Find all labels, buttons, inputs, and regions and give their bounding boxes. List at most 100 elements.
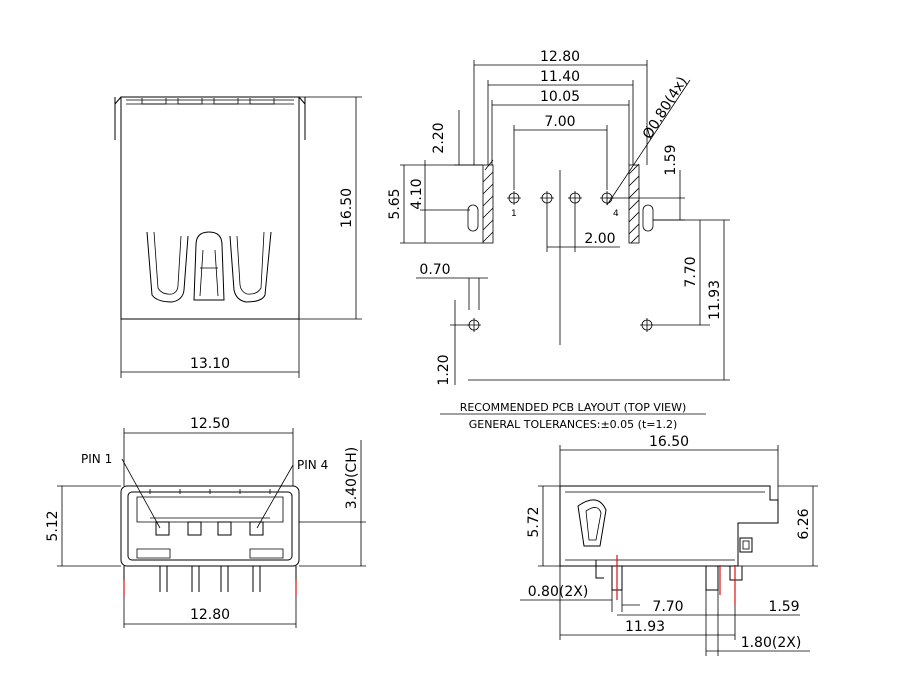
dim-front-width: 13.10 bbox=[190, 356, 230, 372]
label-pin-1: PIN 1 bbox=[81, 452, 112, 466]
dim-pcb-11-93: 11.93 bbox=[707, 280, 723, 320]
dim-7-70-lines bbox=[653, 219, 730, 326]
pcb-left-slot-hatch bbox=[482, 159, 494, 243]
side-latch-spring bbox=[577, 499, 607, 547]
dim-12-80-lines bbox=[473, 60, 648, 165]
dim-4-10-lines bbox=[420, 160, 470, 243]
end-inner-shell bbox=[127, 491, 293, 561]
dim-side-6-26: 6.26 bbox=[796, 508, 812, 539]
pcb-right-oval-hole bbox=[642, 204, 654, 232]
dim-12-80-end-lines bbox=[123, 596, 297, 628]
side-rear-leads bbox=[705, 566, 743, 591]
dim-side-16-50: 16.50 bbox=[649, 434, 689, 450]
dim-end-12-80: 12.80 bbox=[190, 607, 230, 623]
side-view: 16.50 5.72 6.26 0.80(2X) 7.70 1.59 11.93… bbox=[520, 434, 818, 656]
side-square-inner bbox=[742, 540, 750, 550]
front-center-latch bbox=[193, 231, 225, 301]
front-top-notches bbox=[141, 98, 275, 105]
front-outline bbox=[120, 96, 300, 320]
end-contacts bbox=[150, 517, 270, 536]
dim-pcb-0-70: 0.70 bbox=[419, 262, 450, 278]
dim-pcb-7-00: 7.00 bbox=[544, 114, 575, 130]
dim-7-00-lines bbox=[513, 125, 608, 190]
end-tongue bbox=[136, 496, 284, 523]
dim-front-height-lines bbox=[299, 96, 362, 320]
tolerances-note: GENERAL TOLERANCES:±0.05 (t=1.2) bbox=[469, 418, 678, 431]
pcb-boss-holes bbox=[467, 318, 654, 332]
end-board-locks bbox=[123, 566, 297, 590]
dim-side-11-93: 11.93 bbox=[625, 619, 665, 635]
dim-10-05-lines bbox=[491, 100, 630, 165]
dim-1-20-lines bbox=[450, 300, 470, 385]
dim-5-65-lines bbox=[400, 164, 483, 244]
hole-label-4: 4 bbox=[613, 209, 619, 219]
dim-pcb-5-65: 5.65 bbox=[387, 188, 403, 219]
label-pin-4: PIN 4 bbox=[297, 458, 328, 472]
end-view: PIN 1 PIN 4 12.50 5.12 3.40(CH) 12.80 bbox=[45, 416, 366, 628]
dim-end-3-40: 3.40(CH) bbox=[344, 447, 360, 509]
dim-side-7-70: 7.70 bbox=[652, 599, 683, 615]
dim-side-5-72-lines bbox=[538, 485, 560, 567]
dim-12-50-lines bbox=[123, 428, 294, 486]
dim-pcb-1-59: 1.59 bbox=[663, 144, 679, 175]
dim-end-5-12: 5.12 bbox=[45, 510, 61, 541]
dim-end-12-50: 12.50 bbox=[190, 416, 230, 432]
hole-label-1: 1 bbox=[511, 209, 517, 219]
dim-side-0-80-lines bbox=[520, 590, 640, 612]
pcb-layout-view: 1 4 12.80 11.40 10.05 7.00 Ø0.80(4x) 2.2… bbox=[387, 49, 730, 431]
front-spring-left-inner bbox=[153, 231, 182, 295]
dim-front-width-lines bbox=[120, 319, 300, 378]
dim-2-20-lines bbox=[454, 110, 483, 166]
dim-pcb-hole-dia: Ø0.80(4x) bbox=[640, 74, 691, 142]
dim-5-12-lines bbox=[57, 485, 121, 567]
dim-side-1-59: 1.59 bbox=[768, 599, 799, 615]
pcb-pin-holes bbox=[507, 191, 614, 205]
front-top-edge bbox=[126, 99, 294, 105]
dim-side-1-80-lines bbox=[705, 590, 810, 656]
leader-pin-1 bbox=[121, 458, 161, 529]
dim-pcb-7-70: 7.70 bbox=[683, 256, 699, 287]
end-red-markers bbox=[123, 580, 297, 596]
side-body bbox=[559, 485, 779, 567]
dim-side-5-72: 5.72 bbox=[526, 506, 542, 537]
pcb-right-slot bbox=[628, 164, 640, 244]
side-square-window bbox=[739, 537, 753, 553]
dim-hole-dia-leader bbox=[606, 79, 691, 206]
dim-3-40-lines bbox=[299, 440, 366, 567]
side-red-markers bbox=[616, 555, 736, 605]
dim-11-93-lines bbox=[468, 220, 730, 381]
pcb-right-slot-hatch bbox=[628, 163, 640, 244]
dim-side-0-80: 0.80(2X) bbox=[528, 584, 589, 600]
front-left-tab bbox=[114, 96, 122, 140]
side-latch-inner bbox=[585, 507, 602, 541]
dim-pcb-2-20: 2.20 bbox=[431, 122, 447, 153]
leader-pin-4 bbox=[256, 464, 294, 529]
dim-2-00-lines bbox=[546, 205, 620, 252]
dim-11-40-lines bbox=[487, 80, 634, 165]
front-view: 16.50 13.10 bbox=[114, 96, 362, 378]
end-pins bbox=[159, 566, 261, 592]
dim-pcb-12-80: 12.80 bbox=[540, 49, 580, 65]
dim-pcb-2-00: 2.00 bbox=[584, 231, 615, 247]
dim-front-height: 16.50 bbox=[339, 188, 355, 228]
dim-pcb-10-05: 10.05 bbox=[540, 89, 580, 105]
end-top-marks bbox=[149, 489, 271, 494]
front-right-tab bbox=[298, 96, 306, 140]
dim-0-70-lines bbox=[416, 277, 488, 310]
side-front-lead bbox=[595, 560, 623, 591]
end-outer-shell bbox=[120, 485, 300, 567]
pcb-left-oval-hole bbox=[467, 204, 479, 232]
side-inner-lines bbox=[565, 491, 765, 561]
front-spring-right-inner bbox=[236, 231, 265, 295]
dim-side-6-26-lines bbox=[738, 485, 818, 567]
front-spring-right bbox=[229, 231, 272, 303]
end-latch-boxes bbox=[136, 548, 284, 559]
front-center-latch-detail bbox=[199, 249, 219, 297]
dim-side-16-50-lines bbox=[559, 445, 779, 500]
layout-title: RECOMMENDED PCB LAYOUT (TOP VIEW) bbox=[460, 401, 687, 414]
dim-pcb-1-20: 1.20 bbox=[436, 354, 452, 385]
dim-pcb-4-10: 4.10 bbox=[409, 178, 425, 209]
dim-side-1-80: 1.80(2X) bbox=[741, 635, 802, 651]
